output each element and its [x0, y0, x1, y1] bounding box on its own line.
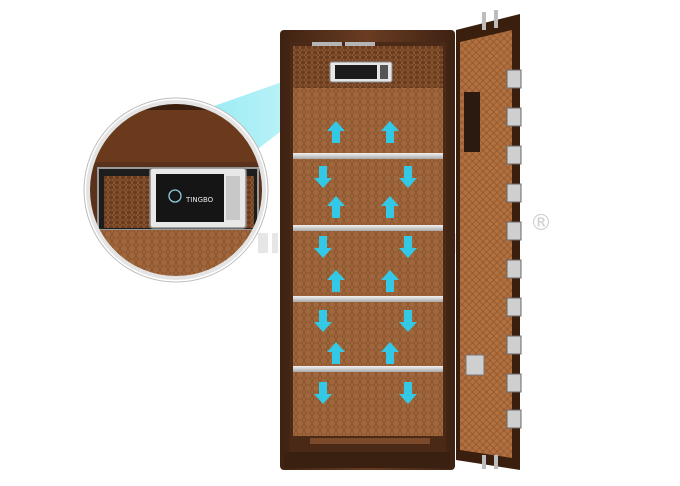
hinge-icon [506, 69, 522, 89]
arrow-up-icon [381, 196, 399, 218]
hinge-icon [506, 107, 522, 127]
hinge-icon [506, 183, 522, 203]
arrow-up-icon [381, 342, 399, 364]
arrow-down-icon [399, 382, 417, 404]
arrow-up-icon [327, 270, 345, 292]
arrow-up-icon [381, 270, 399, 292]
lock-keypad-icon [329, 61, 393, 83]
shelves [293, 153, 443, 372]
arrow-down-icon [399, 310, 417, 332]
arrow-down-icon [314, 166, 332, 188]
arrow-down-icon [314, 310, 332, 332]
hinge-icon [506, 409, 522, 429]
hinge-icon [506, 221, 522, 241]
registered-mark: ® [530, 211, 552, 236]
shelf [293, 225, 443, 231]
shelf [293, 366, 443, 372]
hinge-icon [506, 373, 522, 393]
arrow-down-icon [399, 166, 417, 188]
fingerprint-icon [168, 189, 182, 203]
arrow-down-icon [399, 236, 417, 258]
arrow-up-icon [327, 121, 345, 143]
hinge-icon [506, 297, 522, 317]
hinge-icon [506, 335, 522, 355]
safe-cabinet [280, 30, 455, 470]
arrow-down-icon [314, 236, 332, 258]
hinge-icon [506, 259, 522, 279]
safe-door [456, 10, 520, 470]
shelf [293, 296, 443, 302]
arrow-up-icon [327, 196, 345, 218]
arrow-up-icon [327, 342, 345, 364]
magnifier-zoom: TINGBO [83, 97, 269, 283]
hinge-icon [506, 145, 522, 165]
lock-brand-label: TINGBO [185, 196, 214, 204]
shelf [293, 153, 443, 159]
door-hinges [506, 69, 522, 429]
arrow-down-icon [314, 382, 332, 404]
airflow-arrows [314, 121, 417, 404]
arrow-up-icon [381, 121, 399, 143]
